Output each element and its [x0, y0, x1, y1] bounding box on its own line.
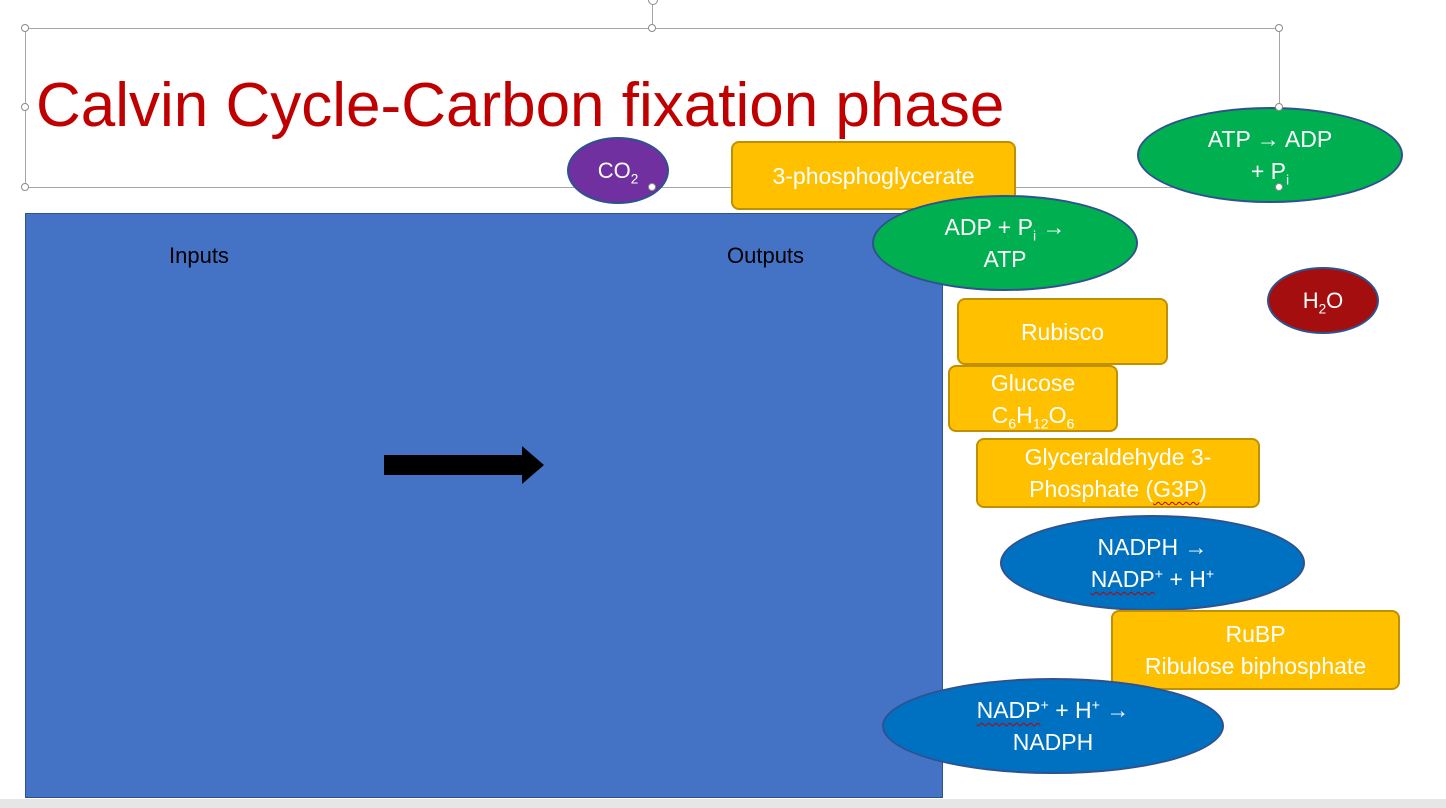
water-oval[interactable]: H2O [1267, 267, 1379, 334]
rubp-line1: RuBP [1225, 621, 1286, 647]
glucose-line1: Glucose [990, 369, 1076, 396]
resize-handle-bottom-left[interactable] [21, 183, 29, 191]
resize-handle-top-right[interactable] [1275, 24, 1283, 32]
rubisco-card[interactable]: Rubisco [957, 298, 1168, 365]
adp-to-atp-line2: ATP [983, 246, 1027, 272]
rotate-handle-stem [652, 4, 653, 28]
glucose-formula: C6H12O6 [991, 401, 1075, 433]
rubp-card[interactable]: RuBP Ribulose biphosphate [1111, 610, 1400, 690]
nadph-oxidation-line2: NADP+ + H+ [1090, 566, 1215, 592]
adp-to-atp-oval[interactable]: ADP + Pi → ATP [872, 195, 1138, 291]
phosphoglycerate-text: 3-phosphoglycerate [772, 162, 975, 189]
co2-text: CO2 [597, 157, 639, 186]
outputs-label: Outputs [727, 243, 805, 268]
resize-handle-bottom-middle[interactable] [648, 183, 656, 191]
resize-handle-top-middle[interactable] [648, 24, 656, 32]
resize-handle-bottom-right[interactable] [1275, 183, 1283, 191]
atp-to-adp-oval[interactable]: ATP → ADP + Pi [1137, 107, 1403, 203]
nadph-oxidation-line1: NADPH → [1097, 534, 1208, 560]
diagram-board[interactable] [25, 213, 943, 798]
atp-to-adp-line1: ATP → ADP [1207, 126, 1333, 152]
rubp-line2: Ribulose biphosphate [1144, 653, 1367, 679]
rubisco-text: Rubisco [1020, 318, 1105, 345]
resize-handle-middle-right[interactable] [1275, 103, 1283, 111]
nadp-reduction-oval[interactable]: NADP+ + H+ → NADPH [882, 678, 1224, 774]
resize-handle-middle-left[interactable] [21, 103, 29, 111]
nadp-reduction-line1: NADP+ + H+ → [976, 697, 1130, 723]
adp-to-atp-line1: ADP + Pi → [944, 214, 1066, 245]
water-text: H2O [1302, 287, 1344, 316]
resize-handle-top-left[interactable] [21, 24, 29, 32]
nadp-reduction-line2: NADPH [1012, 729, 1094, 755]
g3p-line2: Phosphate (G3P) [1029, 476, 1207, 502]
slide-title[interactable]: Calvin Cycle-Carbon fixation phase [36, 71, 1005, 140]
co2-oval[interactable]: CO2 [567, 137, 669, 204]
right-arrow-icon [384, 446, 544, 484]
g3p-card[interactable]: Glyceraldehyde 3- Phosphate (G3P) [976, 438, 1260, 508]
glucose-card[interactable]: Glucose C6H12O6 [948, 365, 1118, 432]
inputs-label: Inputs [169, 243, 229, 268]
atp-to-adp-line2: + Pi [1250, 158, 1290, 189]
g3p-line1: Glyceraldehyde 3- [1024, 444, 1212, 470]
nadph-oxidation-oval[interactable]: NADPH → NADP+ + H+ [1000, 515, 1305, 611]
rotate-handle[interactable] [648, 0, 658, 5]
window-bottom-edge [0, 799, 1446, 808]
